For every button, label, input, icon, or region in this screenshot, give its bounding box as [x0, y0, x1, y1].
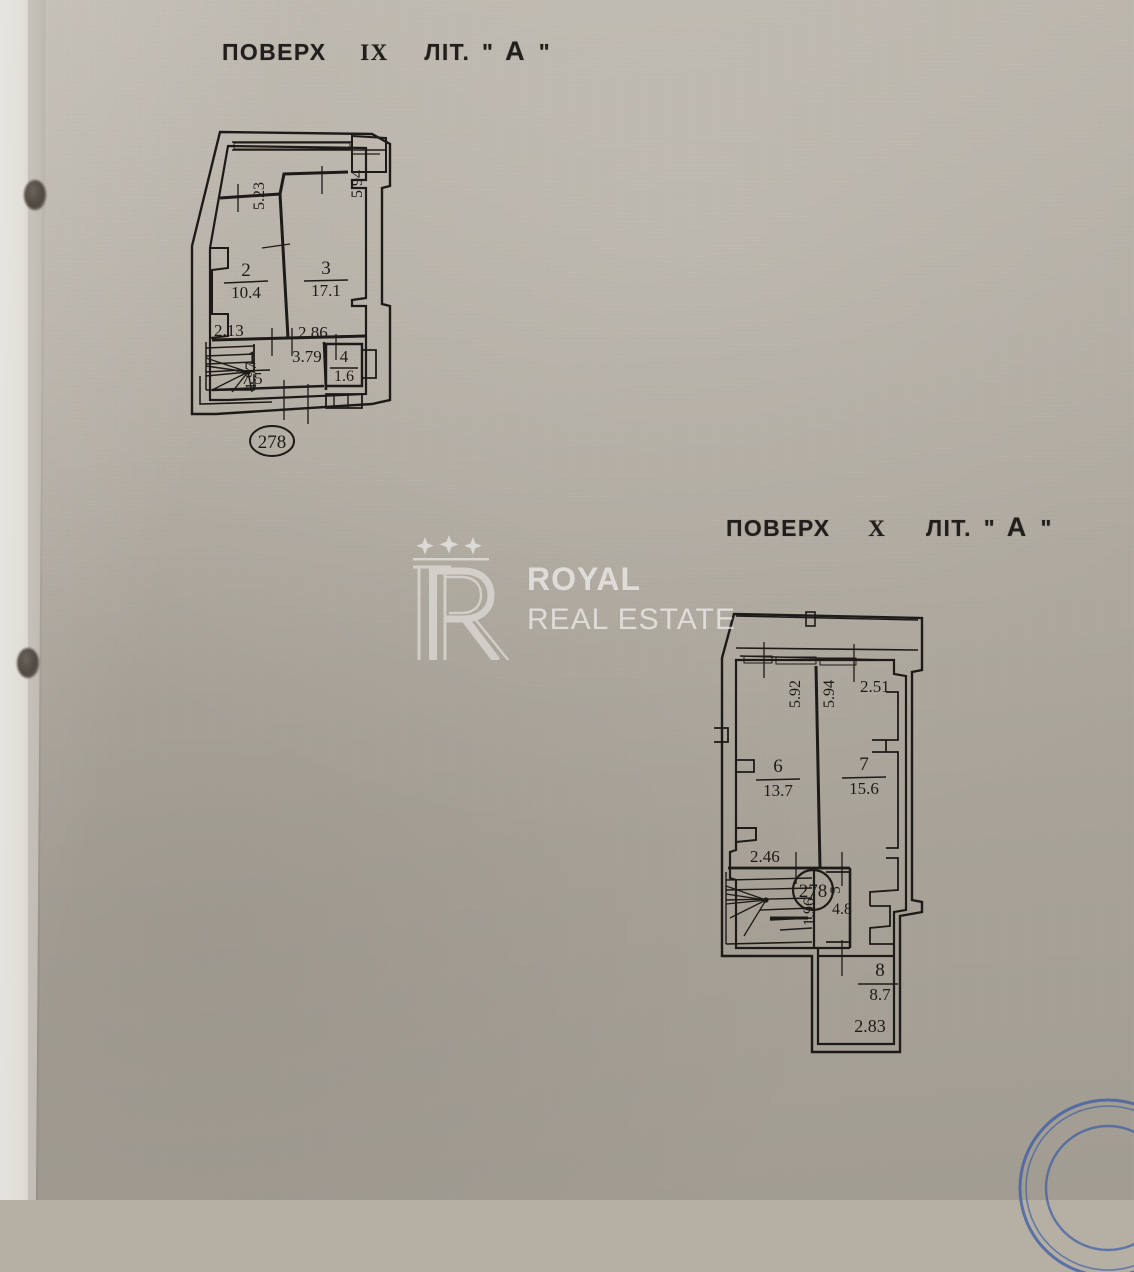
apartment-number-lower: 278 [799, 881, 828, 902]
dim-2-86: 2.86 [298, 323, 328, 342]
dim-1-97: 1.97 [243, 362, 260, 390]
room-7-area: 15.6 [849, 779, 879, 798]
upper-plan-heading: ПОВЕРХ IX ЛІТ. " A " [222, 36, 551, 67]
dim-5-94: 5.94 [349, 170, 366, 198]
room-4-number: 4 [340, 347, 349, 366]
room-2-number: 2 [241, 260, 251, 281]
official-round-stamp: м.Київ ✳ Ук "КИ МІСЬ [1012, 1098, 1134, 1272]
dim-2-46: 2.46 [750, 847, 780, 866]
apartment-number-bubble-lower: 278 [791, 868, 835, 912]
upper-heading-floor: IX [360, 40, 389, 65]
lower-heading-quote-open: " [983, 515, 997, 541]
lower-heading-prefix: ПОВЕРХ [726, 515, 831, 541]
room-5-area: 4.8 [832, 901, 852, 918]
room-6-area: 13.7 [763, 781, 793, 800]
lower-heading-suffix: ЛІТ. [926, 515, 972, 541]
stamp-inner-line-1: "КИ [1116, 1192, 1134, 1213]
stamp-inner-line-2: МІСЬ [1108, 1216, 1134, 1237]
dim-5-92: 5.92 [787, 680, 804, 708]
room-3-area: 17.1 [311, 281, 341, 300]
room-1-area: 7.5 [241, 369, 262, 388]
upper-heading-quote-open: " [482, 39, 495, 65]
apartment-number-bubble-upper: 278 [249, 425, 295, 457]
binder-hole-top [24, 180, 46, 210]
upper-heading-quote-close: " [538, 39, 552, 65]
dim-2-83: 2.83 [854, 1016, 886, 1036]
upper-heading-prefix: ПОВЕРХ [222, 39, 327, 65]
room-1-number: 1 [247, 348, 257, 369]
room-8-number: 8 [875, 960, 885, 981]
room-7-number: 7 [859, 754, 869, 775]
room-6-number: 6 [773, 756, 783, 777]
room-4-area: 1.6 [334, 368, 354, 385]
room-5-number: 5 [828, 886, 844, 894]
upper-heading-letter: A [505, 36, 527, 66]
dim-2-51: 2.51 [860, 677, 890, 696]
lower-heading-quote-close: " [1040, 515, 1053, 541]
dim-5-94-lower: 5.94 [821, 680, 838, 708]
apartment-number-upper: 278 [258, 432, 287, 453]
room-2-area: 10.4 [231, 283, 261, 302]
dim-2-13: 2.13 [214, 321, 244, 340]
upper-heading-suffix: ЛІТ. [424, 39, 471, 65]
upper-floor-plan-drawing: 5.23 5.94 2.13 2.86 3.79 1.97 2 10.4 3 1… [190, 130, 392, 457]
dim-1-96: 1.96 [801, 898, 818, 926]
lower-floor-plan-drawing: 5.92 5.94 2.51 2.46 1.96 2.83 6 13.7 7 1… [714, 611, 924, 1054]
room-8-area: 8.7 [869, 985, 891, 1004]
lower-heading-letter: A [1006, 512, 1028, 542]
stamp-outer-text: м.Київ ✳ Ук [1012, 1144, 1016, 1235]
binder-hole-bottom [17, 648, 39, 678]
dim-5-23: 5.23 [251, 182, 268, 210]
scanned-paper-background [0, 0, 1134, 1200]
lower-plan-heading: ПОВЕРХ X ЛІТ. " A " [726, 512, 1053, 543]
dim-3-79: 3.79 [292, 347, 322, 366]
room-3-number: 3 [321, 258, 331, 279]
lower-heading-floor: X [868, 516, 887, 541]
paper-grain-texture [0, 0, 1134, 1200]
